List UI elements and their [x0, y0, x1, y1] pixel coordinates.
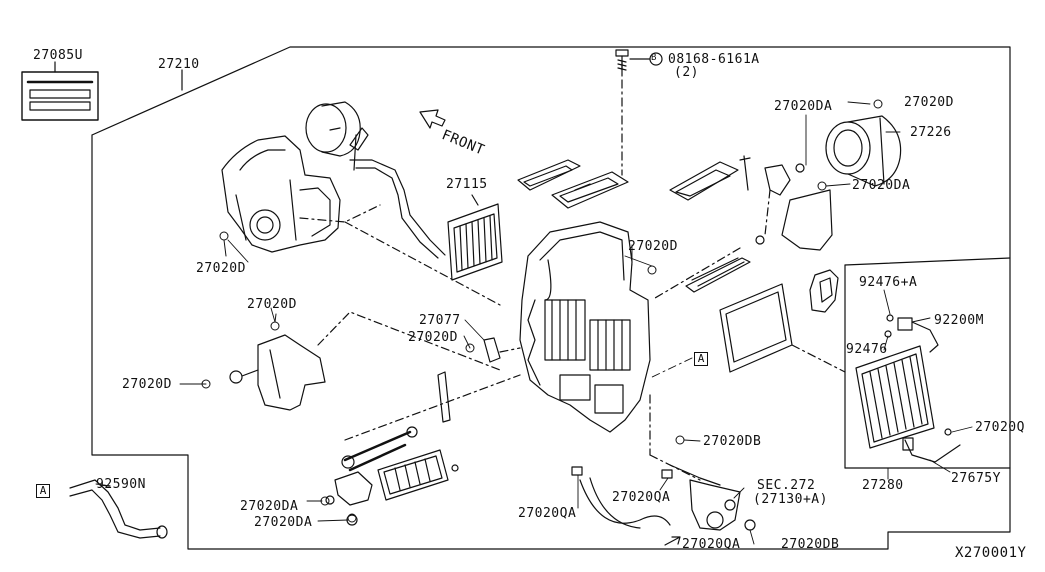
lower-core-art [325, 374, 521, 526]
bolt-art [615, 49, 629, 75]
part-label-27020d-top: 27020D [904, 95, 954, 110]
part-label-27020d-bracket: 27020D [408, 330, 458, 345]
filter-canister-art [825, 115, 902, 187]
part-label-27210: 27210 [158, 57, 200, 72]
part-label-27020db-mid: 27020DB [703, 434, 762, 449]
part-label-27020db-bottom: 27020DB [781, 537, 840, 552]
part-label-27020d-blower: 27020D [196, 261, 246, 276]
part-label-27020q: 27020Q [975, 420, 1025, 435]
blower-motor-art [305, 101, 361, 157]
ref-marker-a-hose: A [36, 484, 50, 498]
part-label-27020da-lower-1: 27020DA [240, 499, 299, 514]
screws-art [201, 99, 883, 523]
part-label-bolt-qty: (2) [674, 65, 699, 80]
part-label-27115: 27115 [446, 177, 488, 192]
evaporator-box [844, 257, 1011, 266]
blower-housing-art [221, 135, 341, 253]
part-label-27020d-left: 27020D [122, 377, 172, 392]
hose-art [69, 479, 161, 531]
diagram-id: X270001Y [955, 545, 1027, 561]
part-label-92476: 92476 [846, 342, 888, 357]
part-label-27280: 27280 [862, 478, 904, 493]
bolt-circle-letter: B [651, 53, 657, 63]
bracket-art [483, 337, 501, 363]
part-label-27020da-top: 27020DA [774, 99, 833, 114]
part-label-92200m: 92200M [934, 313, 984, 328]
part-label-27020qa-mid: 27020QA [612, 490, 671, 505]
actuator-art [229, 311, 501, 411]
part-label-27020qa-bottom: 27020QA [682, 537, 741, 552]
part-label-92590n: 92590N [96, 477, 146, 492]
cabin-filter-art [719, 283, 793, 373]
part-label-27226: 27226 [910, 125, 952, 140]
part-label-27020da-right: 27020DA [852, 178, 911, 193]
control-cable-art [571, 394, 756, 531]
part-label-27020da-lower-2: 27020DA [254, 515, 313, 530]
assembly-border [91, 46, 1011, 550]
ref-marker-a-case: A [694, 352, 708, 366]
evaporator-art [855, 314, 961, 463]
part-label-27020qa-left: 27020QA [518, 506, 577, 521]
section-ref-272-sub: (27130+A) [753, 492, 828, 507]
mode-door-art [654, 155, 839, 313]
part-label-92476a: 92476+A [859, 275, 918, 290]
part-label-27675y: 27675Y [951, 471, 1001, 486]
part-label-27077: 27077 [419, 313, 461, 328]
label-sticker [21, 71, 99, 121]
top-duct-art [517, 159, 629, 209]
part-label-bolt: 08168-6161A [668, 52, 760, 67]
part-label-27020d-case: 27020D [628, 239, 678, 254]
section-ref-272: SEC.272 [757, 478, 816, 493]
heater-core-art [447, 203, 503, 281]
part-label-27085u: 27085U [33, 48, 83, 63]
heater-pipe-art [349, 159, 446, 256]
part-label-27020d-actuator: 27020D [247, 297, 297, 312]
hvac-case-art [519, 221, 651, 433]
front-arrow-art [419, 109, 446, 129]
